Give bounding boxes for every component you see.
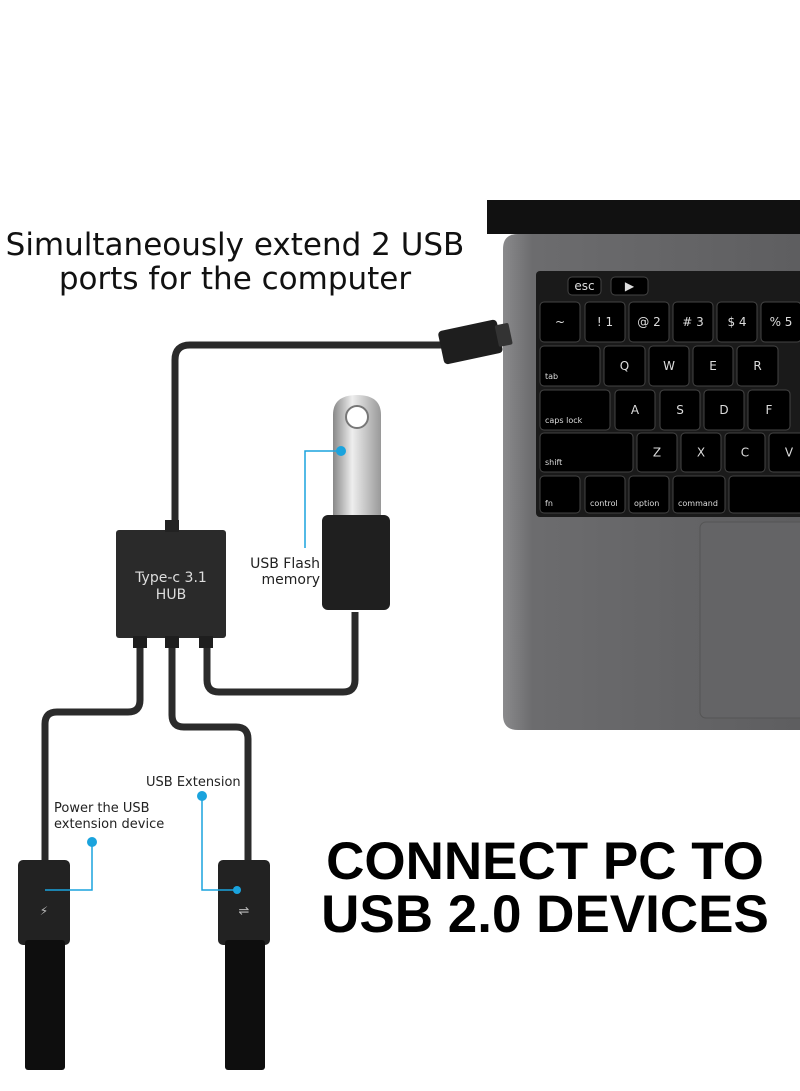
- flash-label: USB Flash memory: [236, 556, 320, 588]
- key-f: [747, 389, 791, 431]
- hub-label-line1: Type-c 3.1: [135, 570, 207, 586]
- key-a-label: A: [631, 403, 640, 417]
- key-tab-label: tab: [545, 372, 558, 381]
- usb-flash-drive: [322, 395, 390, 610]
- key-r: [736, 345, 779, 387]
- cable-to-laptop: [171, 341, 445, 530]
- key-play-label: ▶: [625, 279, 635, 293]
- key-2: [628, 301, 670, 343]
- callout-dots: [87, 446, 346, 894]
- key-d-label: D: [719, 403, 728, 417]
- key-s: [659, 389, 701, 431]
- key-3-label: # 3: [682, 315, 704, 329]
- key-v: [768, 432, 800, 473]
- cable-to-flash: [203, 612, 359, 696]
- power-label-line2: extension device: [54, 817, 165, 832]
- key-1: [584, 301, 626, 343]
- callout-lines: [45, 450, 341, 891]
- key-esc-label: esc: [574, 279, 594, 293]
- power-label-line1: Power the USB: [54, 801, 150, 816]
- key-e-label: E: [709, 359, 717, 373]
- flash-label-line1: USB Flash: [250, 556, 320, 572]
- extension-label: USB Extension: [146, 775, 241, 790]
- svg-text:⇌: ⇌: [239, 904, 250, 919]
- key-f-label: F: [766, 403, 773, 417]
- cable-power: [41, 640, 144, 860]
- cable-extension: [168, 640, 252, 860]
- key-4-label: $ 4: [727, 315, 746, 329]
- key-c-label: C: [741, 446, 749, 460]
- key-d: [703, 389, 745, 431]
- key-2-label: @ 2: [637, 315, 660, 329]
- laptop-lid: [487, 200, 800, 234]
- key-control-label: control: [590, 499, 618, 508]
- flash-callout-dot: [336, 446, 346, 456]
- key-option-label: option: [634, 499, 659, 508]
- key-play: [610, 276, 649, 296]
- key-space: [728, 475, 800, 514]
- key-5: [760, 301, 800, 343]
- key-capslock-label: caps lock: [545, 416, 583, 425]
- key-e: [692, 345, 734, 387]
- key-a: [614, 389, 656, 431]
- key-q-label: Q: [620, 359, 629, 373]
- hub-label-line2: HUB: [155, 587, 187, 603]
- key-1-label: ! 1: [597, 315, 613, 329]
- key-command: [672, 475, 726, 514]
- tagline-line1: CONNECT PC TO: [326, 832, 764, 891]
- touchpad: [699, 521, 800, 719]
- hub-label: Type-c 3.1 HUB: [116, 570, 226, 604]
- key-v-label: V: [785, 446, 794, 460]
- usb-c-plug: [438, 319, 513, 365]
- key-5-label: % 5: [770, 315, 793, 329]
- headline-line1: Simultaneously extend 2 USB: [5, 227, 465, 263]
- key-x: [680, 432, 722, 473]
- key-capslock: [539, 389, 611, 431]
- power-callout-dot: [87, 837, 97, 847]
- key-q: [603, 345, 646, 387]
- svg-text:⚡: ⚡: [40, 904, 48, 918]
- key-space: [539, 301, 581, 343]
- key-fn: [539, 475, 581, 514]
- key-4: [716, 301, 758, 343]
- cables: [41, 341, 445, 860]
- key-s-label: S: [676, 403, 684, 417]
- key-w-label: W: [663, 359, 675, 373]
- key-shift-label: shift: [545, 458, 562, 467]
- key-esc: [567, 276, 602, 296]
- tagline-line2: USB 2.0 DEVICES: [321, 885, 769, 944]
- key-z-label: Z: [653, 446, 661, 460]
- key-option: [628, 475, 670, 514]
- key-x-label: X: [697, 446, 705, 460]
- power-label: Power the USB extension device: [54, 801, 164, 833]
- key-z: [636, 432, 678, 473]
- key-shift: [539, 432, 634, 473]
- key-space-label: ~: [555, 315, 565, 329]
- key-command-label: command: [678, 499, 718, 508]
- flash-label-line2: memory: [261, 572, 321, 588]
- key-w: [648, 345, 690, 387]
- key-r-label: R: [753, 359, 761, 373]
- key-fn-label: fn: [545, 499, 553, 508]
- extension-device-dot: [233, 886, 241, 894]
- key-3: [672, 301, 714, 343]
- power-adapter: ⚡: [18, 860, 70, 1070]
- extension-adapter: ⇌: [218, 860, 270, 1070]
- headline-line2: ports for the computer: [58, 261, 412, 297]
- key-tab: [539, 345, 601, 387]
- key-c: [724, 432, 766, 473]
- key-control: [584, 475, 626, 514]
- extension-callout-dot: [197, 791, 207, 801]
- hub-body: [116, 530, 226, 638]
